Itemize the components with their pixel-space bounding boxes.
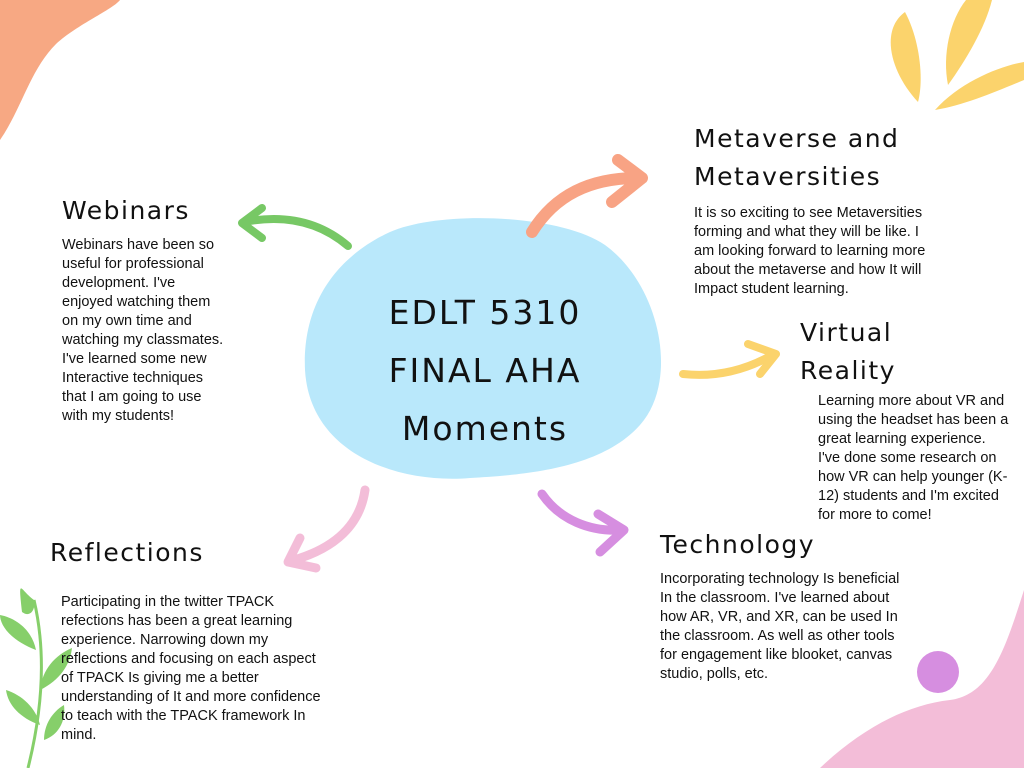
- technology-text: Incorporating technology Is beneficial I…: [660, 571, 900, 682]
- arrow-reflections: [283, 485, 370, 573]
- webinars-heading: Webinars: [62, 196, 190, 225]
- vr-text: Learning more about VR and using the hea…: [818, 393, 1009, 523]
- vr-heading: Virtual Reality: [800, 314, 896, 390]
- vr-heading-line-2: Reality: [800, 356, 896, 385]
- pink-corner-blob: [820, 590, 1024, 768]
- center-title: EDLT 5310 FINAL AHA Moments: [360, 284, 610, 458]
- technology-heading: Technology: [660, 530, 816, 559]
- center-blob: [304, 218, 662, 479]
- center-title-line-3: Moments: [401, 409, 569, 448]
- orange-corner-blob: [0, 0, 120, 140]
- center-title-line-2: FINAL AHA: [388, 351, 582, 390]
- metaverse-heading-line-2: Metaversities: [694, 162, 882, 191]
- reflections-text: Participating in the twitter TPACK refec…: [61, 594, 321, 743]
- vr-heading-line-1: Virtual: [800, 318, 893, 347]
- arrow-vr: [679, 340, 780, 379]
- arrow-metaverse: [526, 154, 648, 238]
- yellow-splash-decoration: [890, 0, 1024, 110]
- metaverse-heading-line-1: Metaverse and: [694, 124, 900, 153]
- purple-dot-decoration: [917, 651, 959, 693]
- metaverse-text: It is so exciting to see Metaversities f…: [694, 205, 926, 297]
- reflections-heading: Reflections: [50, 538, 204, 567]
- leaf-branch-decoration: [0, 588, 72, 768]
- center-title-line-1: EDLT 5310: [388, 293, 582, 332]
- metaverse-heading: Metaverse and Metaversities: [694, 120, 899, 196]
- arrow-webinars: [238, 204, 352, 250]
- webinars-text: Webinars have been so useful for profess…: [62, 237, 224, 424]
- arrow-technology: [537, 489, 629, 557]
